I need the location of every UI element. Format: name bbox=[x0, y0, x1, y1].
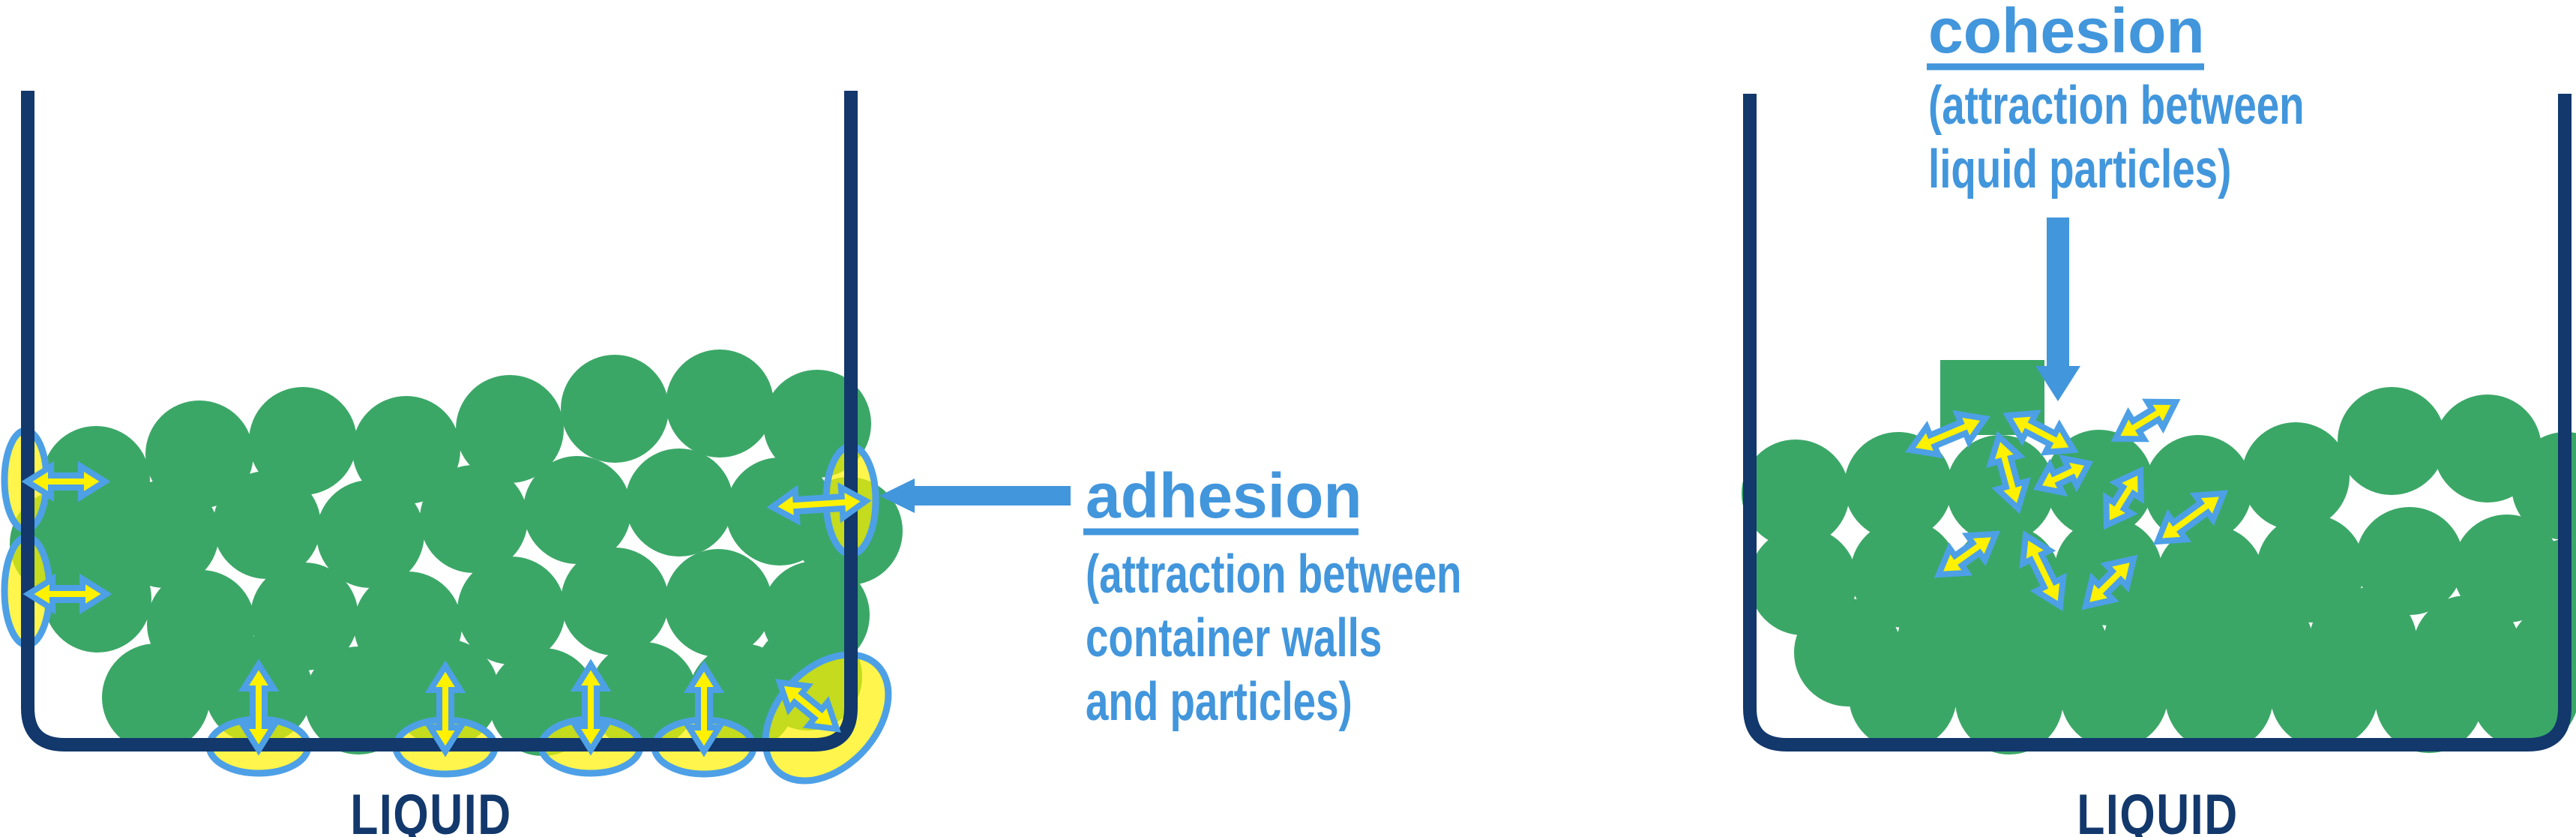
liquid-particle bbox=[523, 456, 631, 564]
liquid-particle bbox=[2060, 640, 2168, 748]
liquid-particle bbox=[666, 350, 774, 458]
pointer-arrows bbox=[879, 218, 2080, 513]
attraction-double-arrow bbox=[766, 482, 872, 526]
particles-left bbox=[10, 350, 903, 756]
cohesion-line-1: (attraction between bbox=[1928, 75, 2305, 136]
attraction-double-arrow bbox=[1986, 430, 2031, 514]
attraction-double-arrow bbox=[2152, 490, 2229, 545]
liquid-particle bbox=[1955, 646, 2063, 754]
liquid-particle bbox=[304, 646, 412, 754]
attraction-double-arrow bbox=[2110, 398, 2181, 442]
cohesion-title: cohesion bbox=[1928, 0, 2205, 66]
attraction-double-arrow bbox=[2019, 530, 2067, 611]
liquid-particle bbox=[2356, 507, 2464, 615]
liquid-particle bbox=[664, 549, 772, 657]
liquid-particle bbox=[2338, 387, 2446, 495]
liquid-particle bbox=[2375, 645, 2483, 753]
liquid-particle bbox=[457, 556, 565, 664]
liquid-particle bbox=[1849, 642, 1957, 750]
attraction-double-arrow bbox=[22, 573, 112, 615]
attraction-double-arrow bbox=[683, 660, 725, 758]
cohesion-line-2: liquid particles) bbox=[1928, 139, 2231, 200]
liquid-particle bbox=[1844, 432, 1952, 540]
cohesion-label-block: cohesion (attraction between liquid part… bbox=[1927, 0, 2305, 200]
liquid-particle bbox=[420, 465, 528, 573]
liquid-particle bbox=[213, 471, 321, 579]
right-liquid-caption: LIQUID bbox=[2077, 783, 2239, 837]
attraction-double-arrow bbox=[775, 679, 841, 733]
attraction-double-arrow bbox=[570, 658, 612, 756]
force-arrows bbox=[21, 398, 2229, 758]
liquid-particle bbox=[111, 480, 219, 588]
adhesion-pointer-arrow bbox=[879, 478, 1071, 513]
right-beaker-outline bbox=[1743, 94, 2572, 752]
attraction-double-arrow bbox=[2081, 554, 2138, 610]
liquid-particle bbox=[2165, 644, 2273, 752]
adhesion-line-2: container walls bbox=[1086, 608, 1382, 668]
attraction-double-arrow bbox=[1933, 530, 2001, 578]
particles-right bbox=[1742, 360, 2576, 754]
attraction-double-arrow bbox=[424, 660, 466, 758]
liquid-particle bbox=[249, 387, 357, 495]
adhesion-line-1: (attraction between bbox=[1086, 544, 1462, 604]
liquid-particle bbox=[561, 355, 669, 463]
adhesion-title: adhesion bbox=[1086, 460, 1362, 531]
liquid-particle bbox=[102, 644, 210, 752]
attraction-double-arrow bbox=[238, 658, 280, 756]
cohesion-pointer-arrow bbox=[2035, 218, 2080, 401]
liquid-particle bbox=[561, 548, 669, 656]
adhesion-label-block: adhesion (attraction between container w… bbox=[1083, 460, 1462, 732]
liquid-particle bbox=[316, 480, 424, 588]
attraction-double-arrow bbox=[1905, 410, 1990, 459]
liquid-particle bbox=[456, 375, 564, 483]
adhesion-line-3: and particles) bbox=[1086, 671, 1352, 732]
liquid-particle bbox=[2270, 640, 2378, 748]
attraction-double-arrow bbox=[2032, 454, 2094, 497]
liquid-particle bbox=[1742, 440, 1850, 548]
liquid-particle bbox=[2471, 640, 2576, 748]
liquid-particle bbox=[2242, 422, 2350, 530]
attraction-double-arrow bbox=[2103, 466, 2144, 530]
liquid-particle bbox=[352, 396, 460, 504]
attraction-double-arrow bbox=[2002, 410, 2079, 456]
attraction-double-arrow bbox=[21, 460, 111, 502]
left-liquid-caption: LIQUID bbox=[350, 783, 512, 837]
liquid-particle bbox=[625, 448, 733, 556]
